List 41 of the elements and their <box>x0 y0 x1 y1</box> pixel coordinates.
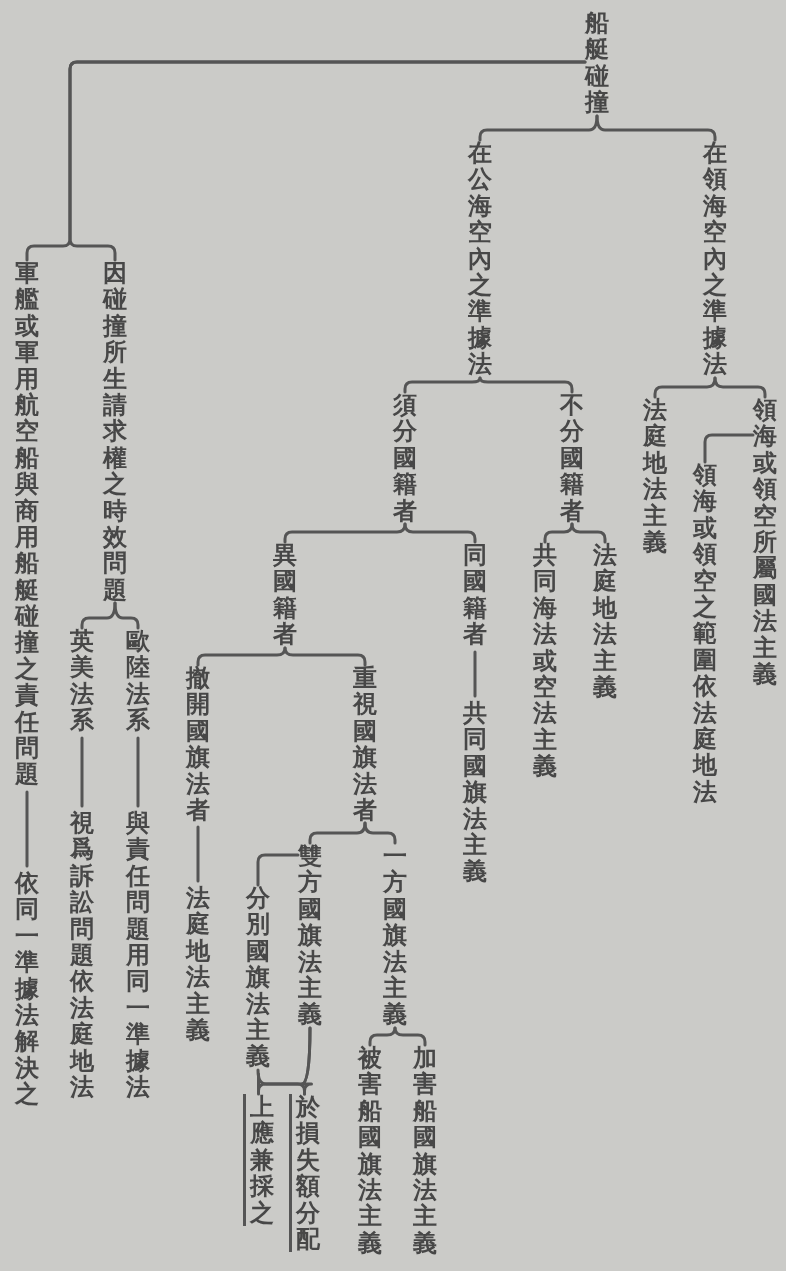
branch-text: 一方國旗法主義 <box>383 843 407 1028</box>
branch-text: 在公海空內之準據法 <box>468 140 492 378</box>
branch-text: 在領海空內之準據法 <box>703 140 727 378</box>
branch-text: 重視國旗法者 <box>353 665 377 824</box>
branch-text: 軍艦或軍用航空船與商用船艇碰撞之責任問題 <box>15 260 39 788</box>
branch-text: 共同海法或空法主義 <box>533 542 557 780</box>
branch-text: 視爲訴訟問題依法庭地法 <box>70 810 94 1101</box>
bracket-line <box>25 790 29 868</box>
bracket-line <box>257 1026 312 1096</box>
bracket-line <box>80 736 84 808</box>
branch-text: 法庭地法主義 <box>643 397 667 556</box>
branch-text: 加害船國旗法主義 <box>413 1045 437 1257</box>
branch-text: 與責任問題用同一準據法 <box>126 810 150 1101</box>
branch-text: 於損失額分配 <box>289 1094 320 1253</box>
branch-text: 異國籍者 <box>273 542 297 648</box>
bracket-line <box>703 433 755 464</box>
branch-text: 不分國籍者 <box>560 392 584 524</box>
branch-text: 歐陸法系 <box>126 628 150 734</box>
branch-text: 須分國籍者 <box>393 392 417 524</box>
branch-text: 上應兼採之 <box>243 1094 274 1226</box>
bracket-line <box>308 821 367 845</box>
branch-text: 撤開國旗法者 <box>186 665 210 824</box>
branch-text: 領海或領空之範圍依法庭地法 <box>693 462 717 806</box>
bracket-line <box>256 853 300 887</box>
branch-text: 領海或領空所屬國法主義 <box>753 397 777 688</box>
bracket-line <box>256 1068 306 1096</box>
branch-text: 英美法系 <box>70 628 94 734</box>
bracket-line <box>473 650 477 698</box>
branch-text: 同國籍者 <box>463 542 487 648</box>
bracket-line <box>257 1072 260 1092</box>
branch-text: 法庭地法主義 <box>186 885 210 1044</box>
branch-text: 共同國旗法主義 <box>463 700 487 885</box>
branch-text: 依同一準據法解決之 <box>15 870 39 1108</box>
branch-text: 因碰撞所生請求權之時效問題 <box>103 260 127 604</box>
branch-text: 雙方國旗法主義 <box>298 843 322 1028</box>
bracket-line <box>136 736 140 808</box>
bracket-line <box>196 825 200 883</box>
branch-text: 法庭地法主義 <box>593 542 617 701</box>
title-text: 船艇碰撞 <box>585 10 609 116</box>
branch-text: 分別國旗法主義 <box>246 885 270 1070</box>
branch-text: 被害船國旗法主義 <box>358 1045 382 1257</box>
